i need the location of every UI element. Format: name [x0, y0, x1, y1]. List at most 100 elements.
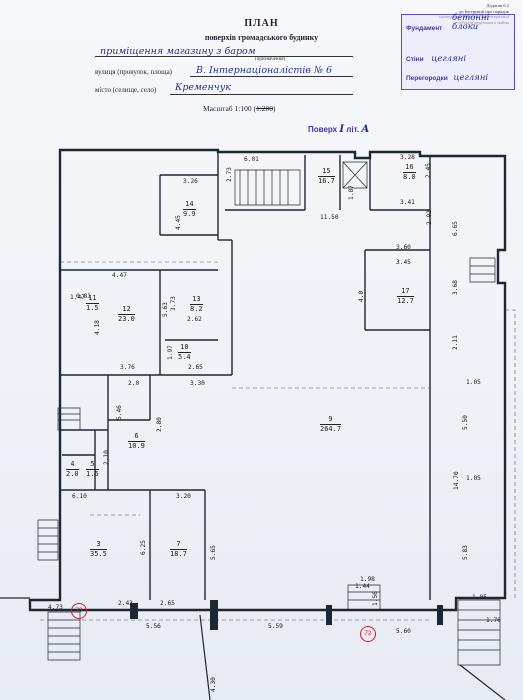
room-number: 16 [403, 163, 416, 173]
room-number: 13 [190, 295, 203, 305]
dimension-label: 1.76 [486, 617, 501, 624]
dimension-label: 0.81 [76, 293, 91, 300]
dimension-label-vertical: 5.65 [210, 545, 217, 560]
dimension-label-vertical: 2.92 [426, 210, 433, 225]
room-area: 264.7 [320, 425, 342, 433]
dimension-label: 4.73 [48, 604, 63, 611]
room-number: 17 [397, 287, 414, 297]
scale-line: Масштаб 1:100 (1:200) [203, 104, 276, 113]
dimension-label: 3.76 [120, 364, 135, 371]
dimension-lines [40, 261, 516, 621]
city-label: місто (селище, село) [95, 86, 157, 94]
dimension-label-vertical: 3.68 [452, 280, 459, 295]
dimension-label-vertical: 2.80 [156, 417, 163, 432]
room-number: 12 [118, 305, 135, 315]
foundation-label: Фундамент [406, 25, 443, 32]
city-value: Кременчук [175, 82, 231, 93]
dimension-label: 2.65 [160, 600, 175, 607]
dimension-label-vertical: 5.46 [116, 405, 123, 420]
lower-lines [0, 597, 506, 700]
room-area: 10.9 [128, 442, 145, 450]
dimension-label-vertical: 2.10 [103, 450, 110, 465]
dimension-label-vertical: 14.70 [453, 471, 460, 490]
stamp-foundation: Фундамент бетонні блоки [406, 14, 489, 33]
columns [130, 600, 443, 630]
room-area: 23.0 [118, 315, 135, 323]
dimension-label: 3.28 [400, 154, 415, 161]
dimension-label: 3.60 [396, 244, 411, 251]
dimension-label-vertical: 2.45 [425, 163, 432, 178]
dimension-label-vertical: 4.18 [94, 320, 101, 335]
dimension-label: 4.47 [112, 272, 127, 279]
dimension-label-vertical: 1.97 [167, 345, 174, 360]
dimension-label: 2.43 [118, 600, 133, 607]
dimension-label: 3.26 [183, 178, 198, 185]
dimension-label-vertical: 6.65 [452, 221, 459, 236]
room-number: 15 [318, 167, 335, 177]
dimension-label-vertical: 5.63 [162, 302, 169, 317]
document-subtitle: поверхів громадського будинку [204, 33, 319, 42]
dimension-label-vertical: 6.25 [140, 540, 147, 555]
inner-walls [60, 152, 431, 600]
dimension-label-vertical: 5.83 [462, 545, 469, 560]
dimension-label: 3.45 [396, 259, 411, 266]
city-underline [170, 94, 353, 95]
room-area: 8.0 [403, 173, 416, 181]
dimension-label-vertical: 5.50 [462, 415, 469, 430]
street-value: В. Інтернаціоналістів № 6 [196, 65, 333, 76]
room-number: 3 [90, 540, 107, 550]
purpose-value: приміщення магазину з баром [100, 46, 256, 57]
street-label: вулиця (провулок, площа) [95, 68, 173, 76]
dimension-label-vertical: 4.0 [358, 290, 365, 302]
room-area: 5.4 [178, 353, 191, 361]
dimension-label: 1.47 [70, 294, 85, 301]
dimension-label: 2.62 [187, 316, 202, 323]
stamp-partitions: Перегородки цегляні [406, 73, 488, 83]
purpose-underline [95, 56, 353, 57]
document-title: ПЛАН [244, 18, 279, 29]
marker-circle-right: 72 [360, 626, 376, 642]
room-area: 1.6 [86, 470, 99, 478]
street-underline [190, 76, 353, 77]
room-area: 1.5 [86, 304, 99, 312]
outer-walls [28, 148, 507, 612]
stamp-walls: Стіни цегляні [406, 54, 466, 64]
partitions-value: цегляні [453, 73, 489, 83]
dimension-label: 6.01 [244, 156, 259, 163]
dimension-label: 1.05 [466, 475, 481, 482]
dimension-label-vertical: 4.45 [175, 215, 182, 230]
letter-value: А [361, 124, 370, 135]
dimension-label: 6.10 [72, 493, 87, 500]
stairs [37, 161, 501, 666]
materials-stamp: Фундамент бетонні блоки Стіни цегляні Пе… [401, 14, 515, 90]
dimension-label: 3.41 [400, 199, 415, 206]
annex-line: Додаток 6.2 [486, 3, 509, 8]
dimension-label-vertical: 4.30 [210, 677, 217, 692]
room-number: 10 [178, 343, 191, 353]
partitions-label: Перегородки [406, 75, 448, 82]
room-area: 18.7 [170, 550, 187, 558]
scale-label: Масштаб 1:100 ( [203, 104, 256, 113]
floor-note: Поверх I літ. А [308, 124, 369, 135]
dimension-label: 1.44 [355, 583, 370, 590]
dimension-label: 3.20 [176, 493, 191, 500]
dimension-label: 5.60 [396, 628, 411, 635]
dimension-label: 5.59 [268, 623, 283, 630]
marker-circle-left: 73 [71, 603, 87, 619]
dimension-label-vertical: 3.73 [170, 296, 177, 311]
dimension-label-vertical: 1.56 [372, 591, 379, 606]
dimension-label: 2.65 [188, 364, 203, 371]
room-area: 9.9 [183, 210, 196, 218]
room-area: 2.0 [66, 470, 79, 478]
